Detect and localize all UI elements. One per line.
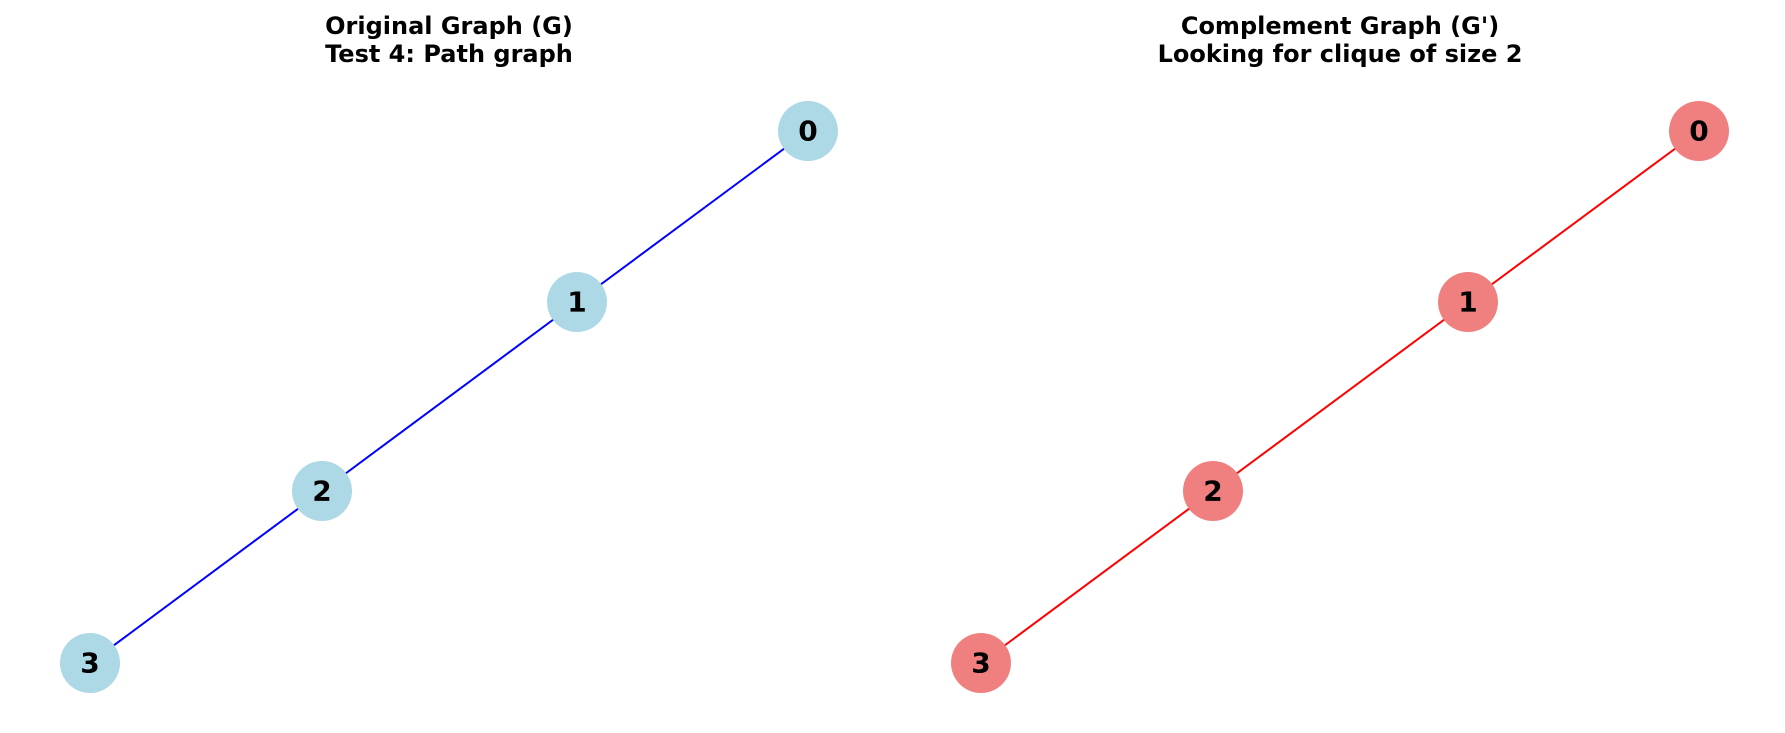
node-label-2: 2 xyxy=(1203,475,1222,508)
node-label-1: 1 xyxy=(567,286,586,319)
node-3 xyxy=(60,633,120,693)
panel-title-line1: Original Graph (G) xyxy=(325,12,573,40)
edge-0-1 xyxy=(576,130,809,303)
node-label-0: 0 xyxy=(798,115,817,148)
edge-layer xyxy=(980,130,1700,664)
node-layer: 0 1 2 3 xyxy=(60,101,838,693)
node-3 xyxy=(951,633,1011,693)
original-graph-panel: Original Graph (G) Test 4: Path graph 0 1… xyxy=(60,12,838,693)
complement-graph-panel: Complement Graph (G') Looking for clique… xyxy=(951,12,1729,693)
edge-1-2 xyxy=(321,301,578,492)
node-label-1: 1 xyxy=(1458,286,1477,319)
panel-title-line2: Test 4: Path graph xyxy=(325,40,573,68)
edge-0-1 xyxy=(1467,130,1700,303)
edge-2-3 xyxy=(89,490,323,664)
edge-2-3 xyxy=(980,490,1214,664)
node-label-3: 3 xyxy=(80,647,99,680)
panel-title-line2: Looking for clique of size 2 xyxy=(1158,40,1523,68)
node-layer: 0 1 2 3 xyxy=(951,101,1729,693)
panel-title-line1: Complement Graph (G') xyxy=(1181,12,1499,40)
node-label-0: 0 xyxy=(1689,115,1708,148)
node-label-3: 3 xyxy=(971,647,990,680)
node-2 xyxy=(1183,461,1243,521)
node-1 xyxy=(547,272,607,332)
node-0 xyxy=(1669,101,1729,161)
edge-1-2 xyxy=(1212,301,1469,492)
edge-layer xyxy=(89,130,809,664)
node-label-2: 2 xyxy=(312,475,331,508)
node-0 xyxy=(778,101,838,161)
node-2 xyxy=(292,461,352,521)
node-1 xyxy=(1438,272,1498,332)
